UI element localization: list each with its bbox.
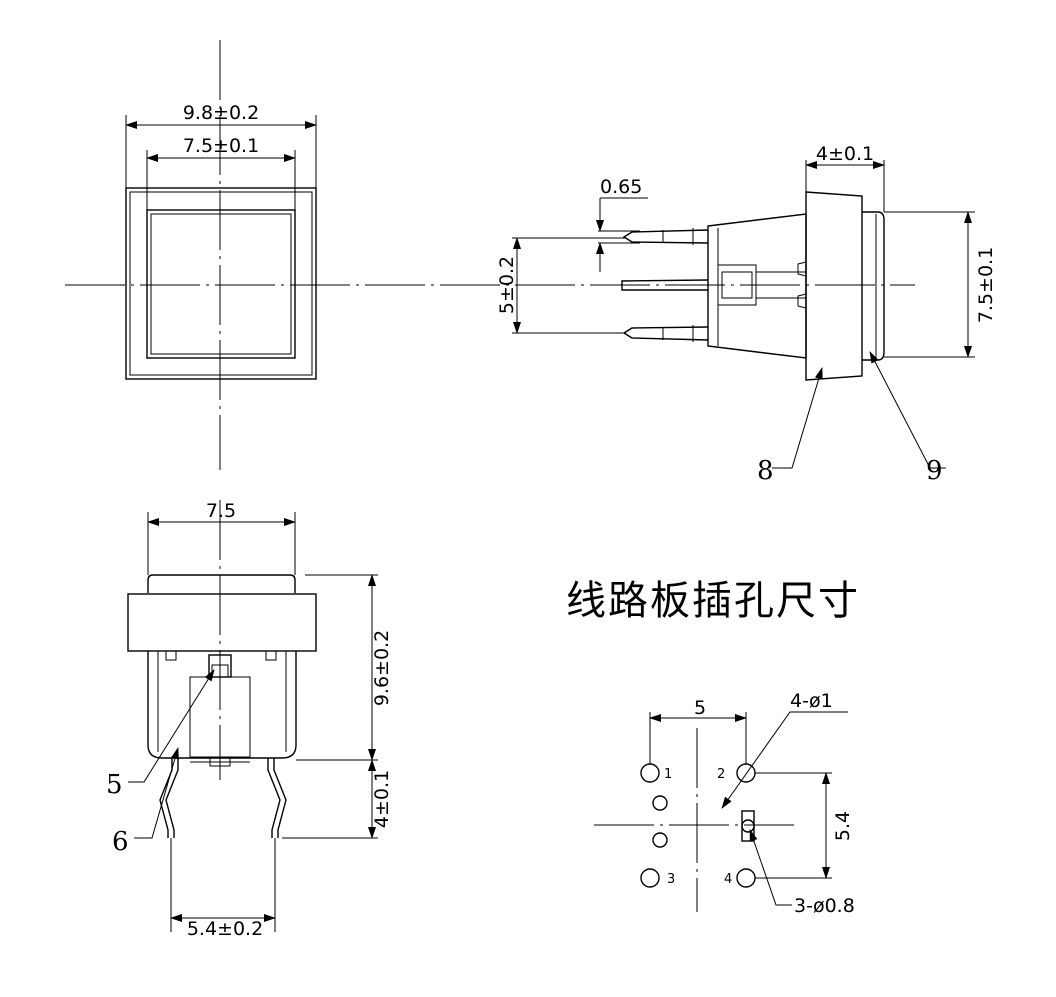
hole-small-a: [652, 795, 668, 811]
holes-small-label: 3-ø0.8: [794, 895, 855, 917]
pin-label-3: 3: [667, 872, 675, 887]
pin-label-2: 2: [717, 767, 725, 782]
callout-housing: 6: [112, 827, 129, 857]
front-view: 7.5 9.6±0.2 4±0.1 5.4±0.2 5 6: [106, 500, 393, 940]
dim-body-height: 9.6±0.2: [371, 630, 393, 706]
dim-pin-length: 4±0.1: [371, 770, 393, 828]
dim-pin-thickness: 0.65: [600, 176, 642, 198]
pin-label-4: 4: [724, 872, 732, 887]
dim-pin-spacing: 5±0.2: [496, 256, 518, 314]
dim-hole-spacing-x: 5: [694, 697, 706, 719]
callout-body: 8: [757, 456, 774, 486]
side-view: 0.65 5±0.2 4±0.1 7.5±0.1 8 9: [496, 143, 997, 486]
dim-cap-height: 7.5±0.1: [975, 247, 997, 323]
hole-4: [736, 868, 756, 888]
hole-small-c: [741, 819, 755, 833]
dim-inner-width: 7.5±0.1: [183, 135, 259, 157]
hole-2: [736, 763, 756, 783]
dim-pin-span: 5.4±0.2: [187, 918, 263, 940]
hole-3: [640, 868, 660, 888]
holes-large-label: 4-ø1: [790, 690, 833, 712]
pin-label-1: 1: [664, 767, 672, 782]
hole-1: [640, 763, 660, 783]
top-view: 9.8±0.2 7.5±0.1: [65, 40, 915, 470]
dim-outer-width: 9.8±0.2: [183, 102, 259, 124]
pcb-title: 线路板插孔尺寸: [566, 578, 860, 624]
callout-cap: 9: [926, 456, 943, 486]
pcb-layout: 1 2 3 4 5 5.4 4-ø1 3-ø0.8: [594, 690, 855, 917]
hole-small-b: [652, 832, 668, 848]
dim-cap-width: 7.5: [206, 500, 236, 522]
dim-hole-spacing-y: 5.4: [832, 811, 854, 841]
dim-cap-length: 4±0.1: [816, 143, 874, 165]
callout-led: 5: [106, 770, 123, 800]
